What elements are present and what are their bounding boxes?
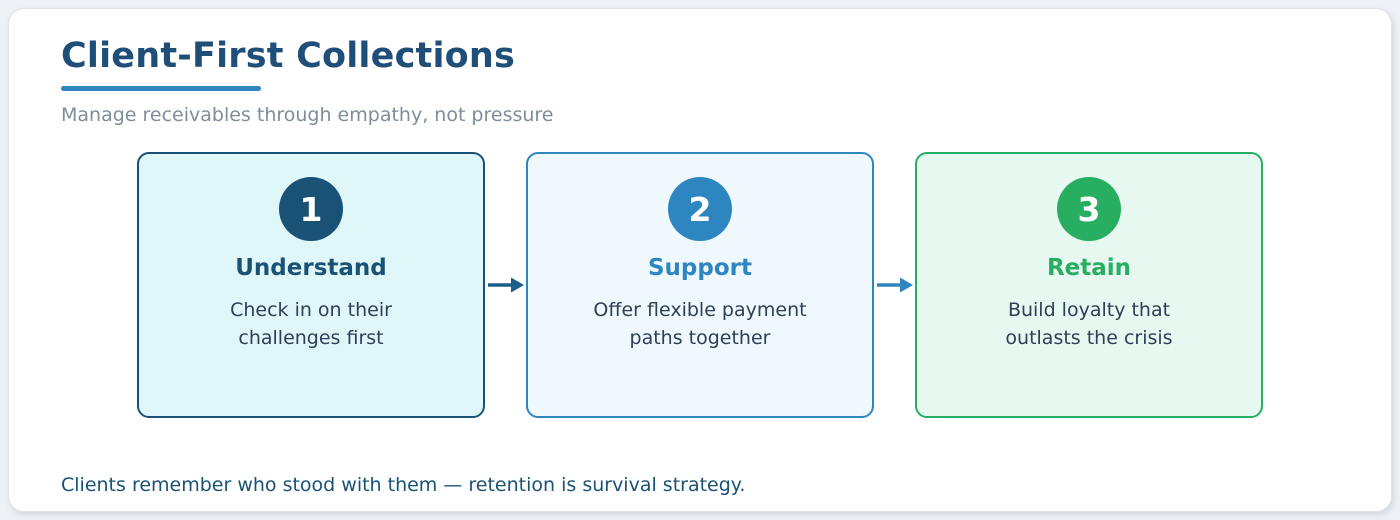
step-description-line: challenges first xyxy=(238,326,384,349)
arrow-right-icon xyxy=(485,273,526,297)
step-description: Check in on their challenges first xyxy=(139,297,483,352)
step-number-badge: 2 xyxy=(668,177,732,241)
step-number: 2 xyxy=(688,189,712,229)
step-title: Retain xyxy=(1046,255,1132,281)
step-title: Understand xyxy=(235,255,387,281)
step-number: 3 xyxy=(1077,189,1101,229)
page-title: Client-First Collections xyxy=(61,36,516,76)
step-card-retain: 3 Retain Build loyalty that outlasts the… xyxy=(915,152,1263,418)
step-number-badge: 1 xyxy=(279,177,343,241)
step-card-support: 2 Support Offer flexible payment paths t… xyxy=(526,152,874,418)
page-subtitle: Manage receivables through empathy, not … xyxy=(61,104,554,126)
step-number-badge: 3 xyxy=(1057,177,1121,241)
step-card-understand: 1 Understand Check in on their challenge… xyxy=(137,152,485,418)
step-description-line: Offer flexible payment xyxy=(593,299,807,321)
process-flow: 1 Understand Check in on their challenge… xyxy=(61,152,1339,418)
step-description-line: paths together xyxy=(629,326,771,349)
step-title: Support xyxy=(647,255,752,281)
step-description: Offer flexible payment paths together xyxy=(528,297,872,352)
title-underline xyxy=(61,86,261,91)
footer-note: Clients remember who stood with them — r… xyxy=(61,474,746,496)
step-description-line: Check in on their xyxy=(230,299,392,321)
step-description-line: Build loyalty that xyxy=(1007,299,1171,321)
step-description-line: outlasts the crisis xyxy=(1005,326,1173,349)
step-number: 1 xyxy=(299,189,323,229)
step-description: Build loyalty that outlasts the crisis xyxy=(917,297,1261,352)
main-panel: Client-First Collections Manage receivab… xyxy=(8,8,1392,512)
arrow-right-icon xyxy=(874,273,915,297)
